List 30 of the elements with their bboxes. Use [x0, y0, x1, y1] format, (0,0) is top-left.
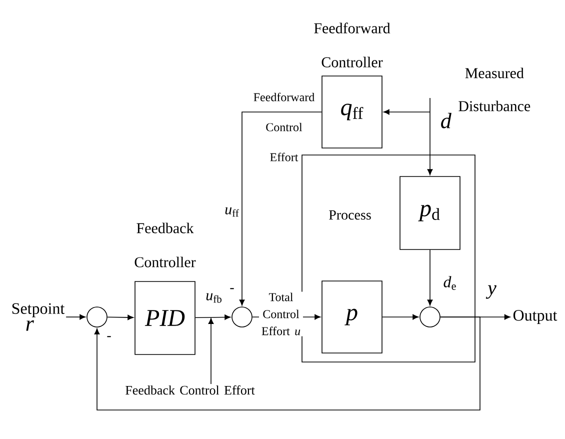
summing-junction	[232, 306, 252, 328]
signal-arrow	[195, 314, 231, 320]
controller-box: Feedback Controller PID	[134, 222, 196, 355]
feedback-line	[94, 316, 480, 410]
signal-arrow	[383, 109, 430, 115]
signal-arrow	[427, 98, 433, 176]
process-block: p	[322, 280, 382, 354]
input-label: Setpoint r	[12, 303, 65, 331]
edge-label: u$_{ff}$	[224, 206, 240, 218]
leader-arrow	[208, 318, 214, 384]
signal-arrow	[382, 314, 419, 320]
edge-label: y	[486, 284, 498, 300]
signal-arrow	[427, 250, 433, 306]
sign-label: -	[230, 288, 234, 290]
controller-box: Feedforward Controller q$_{ff}$	[314, 22, 390, 148]
signal-label: Feedback Control Effort	[126, 385, 255, 395]
summing-junction	[420, 306, 440, 328]
summing-junction	[86, 306, 108, 328]
edge-label: u$_{fb}$	[204, 292, 224, 304]
node-label: Feedforward Controller	[314, 22, 390, 68]
input-label: Measured Disturbance d	[441, 68, 530, 128]
edge-label: Total Control Effort u	[259, 292, 303, 336]
signal-arrow	[66, 314, 86, 320]
output-label: Output	[513, 310, 558, 324]
signal-arrow	[239, 112, 322, 306]
sign-label: -	[107, 336, 111, 338]
node-label: Feedback Controller	[134, 222, 196, 268]
disturbance-block: p$_{d}$	[400, 176, 460, 250]
edge-label: d$_{e}$	[442, 275, 458, 291]
signal-arrow	[107, 314, 134, 320]
